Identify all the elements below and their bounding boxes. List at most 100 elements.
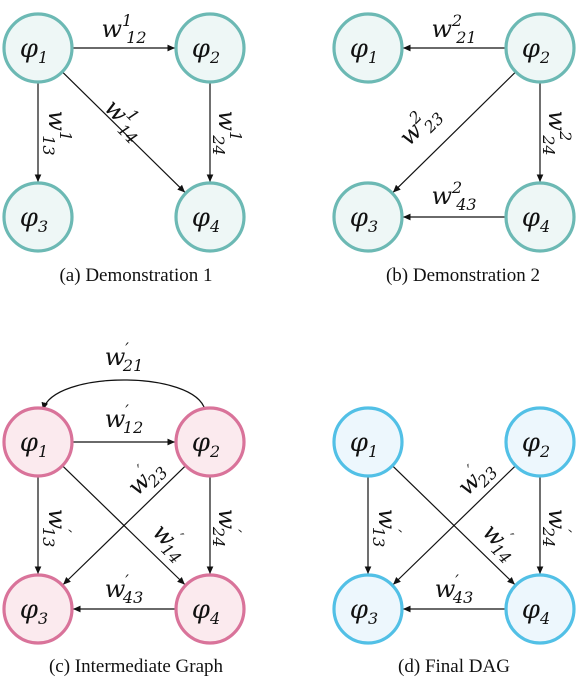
edge-label-symbol: w (431, 182, 452, 210)
edge-label-1-2: w′12 (105, 401, 144, 437)
edge-label-symbol: w (44, 509, 72, 530)
edge-label-2-1: w′21 (105, 339, 144, 375)
edge-label-2-4: w′24 (540, 509, 576, 548)
edge-label-1-3: w′13 (370, 509, 406, 548)
edge-label-1-3: w113 (40, 110, 76, 155)
edge-label-subscript: 12 (126, 28, 146, 47)
node-label: φ1 (350, 34, 378, 67)
edge-label-superscript: ′ (57, 529, 76, 533)
edge-label-superscript: 2 (451, 178, 462, 197)
node-circle (2, 406, 74, 478)
node-circle (504, 181, 576, 253)
node-circle (174, 181, 246, 253)
edge-label-symbol: w (214, 509, 242, 530)
node-phi-1: φ1 (332, 406, 404, 478)
edge-2-1-arrow (41, 379, 206, 411)
edge-label-subscript: 21 (455, 28, 476, 47)
node-circle (504, 406, 576, 478)
panel-caption: (d) Final DAG (398, 656, 510, 677)
edge-2-3-arrow (62, 465, 187, 586)
node-phi-2: φ2 (504, 12, 576, 84)
edge-label-superscript: 2 (451, 11, 462, 30)
node-circle (174, 12, 246, 84)
edge-label-subscript: 12 (123, 418, 143, 437)
node-phi-2: φ2 (504, 406, 576, 478)
node-phi-1: φ1 (332, 12, 404, 84)
node-phi-4: φ4 (174, 181, 246, 253)
node-phi-3: φ3 (332, 573, 404, 645)
node-circle (332, 573, 404, 645)
edge-label-2-3: w′23 (119, 451, 172, 504)
edge-label-symbol: w (544, 110, 572, 131)
edge-label-subscript: 43 (452, 588, 473, 607)
edge-label-subscript: 43 (455, 195, 476, 214)
node-circle (2, 573, 74, 645)
panel-caption: (c) Intermediate Graph (49, 656, 224, 677)
edge-label-symbol: w (544, 509, 572, 530)
edge-label-4-3: w′43 (435, 571, 474, 607)
edge-label-subscript: 24 (210, 134, 229, 155)
edge-label-superscript: ′ (125, 571, 129, 590)
edge-label-symbol: w (44, 110, 72, 131)
edge-label-symbol: w (374, 509, 402, 530)
node-circle (332, 12, 404, 84)
node-phi-3: φ3 (2, 573, 74, 645)
edge-label-2-3: w′23 (449, 451, 502, 504)
node-circle (2, 181, 74, 253)
edge-label-1-4: w114 (96, 90, 153, 147)
edge-label-1-4: w′14 (145, 515, 198, 568)
edge-2-3-arrow (392, 71, 517, 193)
node-phi-2: φ2 (174, 12, 246, 84)
node-circle (174, 406, 246, 478)
edge-label-subscript: 24 (540, 134, 559, 155)
node-phi-3: φ3 (2, 181, 74, 253)
edge-label-symbol: w (214, 110, 242, 131)
edge-label-2-3: w223 (390, 96, 447, 153)
edge-label-superscript: ′ (557, 529, 576, 533)
node-label: φ2 (522, 34, 550, 67)
node-phi-1: φ1 (2, 12, 74, 84)
node-label: φ3 (20, 203, 48, 236)
node-phi-3: φ3 (332, 181, 404, 253)
edge-label-superscript: ′ (387, 529, 406, 533)
node-circle (2, 12, 74, 84)
edge-label-2-4: w224 (540, 110, 576, 155)
edge-label-superscript: ′ (227, 529, 246, 533)
edge-label-superscript: ′ (455, 571, 459, 590)
node-circle (332, 181, 404, 253)
node-label: φ2 (192, 34, 220, 67)
node-phi-2: φ2 (174, 406, 246, 478)
edge-1-4-arrow (61, 71, 186, 193)
node-circle (174, 573, 246, 645)
node-label: φ1 (20, 34, 48, 67)
node-phi-1: φ1 (2, 406, 74, 478)
node-label: φ4 (192, 595, 220, 628)
node-label: φ1 (350, 428, 378, 461)
node-circle (504, 573, 576, 645)
node-circle (504, 12, 576, 84)
edge-label-1-4: w′14 (475, 515, 528, 568)
edge-label-4-3: w′43 (105, 571, 144, 607)
node-phi-4: φ4 (174, 573, 246, 645)
edge-label-subscript: 43 (122, 588, 143, 607)
edge-label-superscript: 2 (557, 130, 576, 141)
node-label: φ3 (350, 595, 378, 628)
edge-label-subscript: 14 (114, 120, 142, 148)
edge-label-symbol: w (431, 15, 452, 43)
node-phi-4: φ4 (504, 573, 576, 645)
edge-label-subscript: 13 (370, 527, 389, 547)
node-label: φ4 (522, 595, 550, 628)
edge-label-symbol: w (105, 575, 126, 603)
node-label: φ2 (192, 428, 220, 461)
edge-label-subscript: 13 (40, 135, 59, 155)
edge-label-symbol: w (435, 575, 456, 603)
edge-label-superscript: 1 (227, 131, 246, 141)
edge-label-subscript: 13 (40, 527, 59, 547)
edge-label-2-4: w′24 (210, 509, 246, 548)
